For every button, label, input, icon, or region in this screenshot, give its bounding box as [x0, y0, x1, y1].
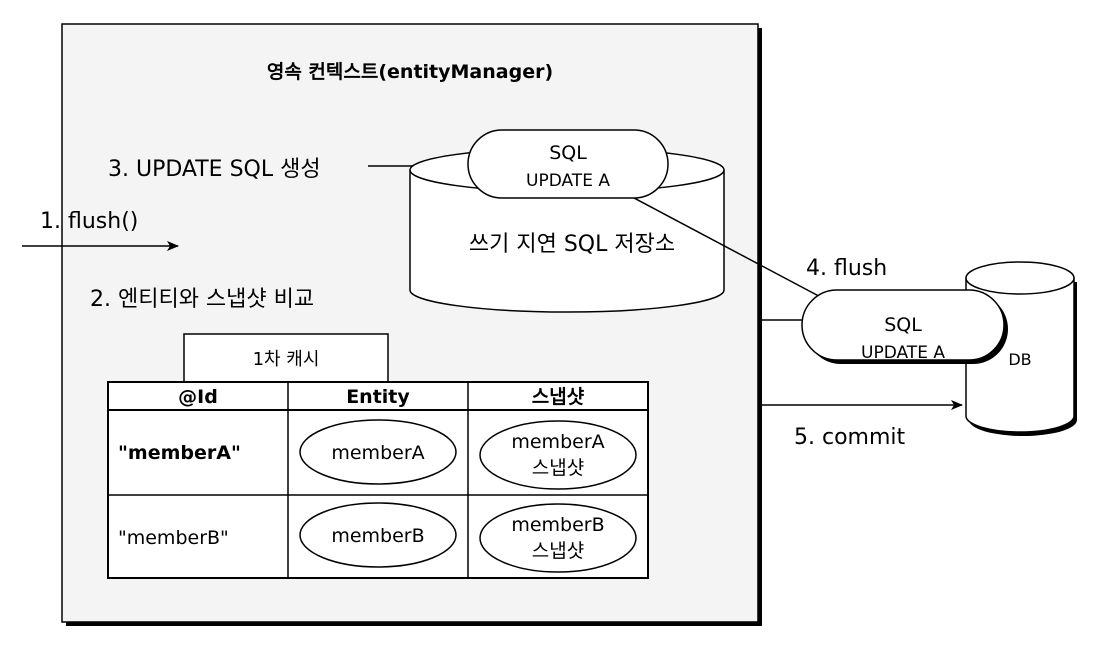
step1-label: 1. flush() — [40, 209, 138, 234]
step4-label: 4. flush — [806, 256, 887, 281]
step5-label: 5. commit — [794, 425, 906, 450]
row1-snapshot-line1: memberA — [511, 431, 604, 453]
db-sql-line2: UPDATE A — [861, 343, 945, 363]
row2-snapshot-oval — [479, 503, 637, 573]
header-id: @Id — [178, 386, 218, 408]
row1-snapshot-oval — [479, 420, 637, 490]
store-sql-line2: UPDATE A — [526, 171, 610, 191]
step4-arrow — [633, 197, 831, 303]
write-store-label: 쓰기 지연 SQL 저장소 — [469, 232, 675, 257]
db-sql-line1: SQL — [884, 314, 922, 336]
header-snapshot: 스냅샷 — [532, 386, 585, 408]
db-label: DB — [1008, 350, 1031, 369]
row1-entity-oval — [299, 419, 457, 485]
cache-tab-label: 1차 캐시 — [253, 349, 320, 370]
store-sql-line1: SQL — [549, 142, 587, 164]
row1-id: "memberA" — [118, 442, 241, 464]
row2-snapshot-line2: 스냅샷 — [532, 540, 584, 562]
row1-snapshot-line2: 스냅샷 — [532, 457, 584, 479]
header-entity: Entity — [346, 386, 410, 408]
row2-id: "memberB" — [118, 527, 229, 549]
row1-entity: memberA — [331, 442, 424, 464]
cache-tab — [183, 333, 389, 383]
row2-entity-oval — [299, 502, 457, 568]
row2-entity: memberB — [331, 525, 424, 547]
row2-snapshot-line1: memberB — [511, 514, 604, 536]
db-sql-pill — [801, 289, 1005, 361]
context-title: 영속 컨텍스트(entityManager) — [267, 61, 553, 83]
step3-label: 3. UPDATE SQL 생성 — [108, 157, 321, 182]
store-sql-pill — [467, 129, 669, 199]
step2-label: 2. 엔티티와 스냅샷 비교 — [90, 287, 314, 312]
